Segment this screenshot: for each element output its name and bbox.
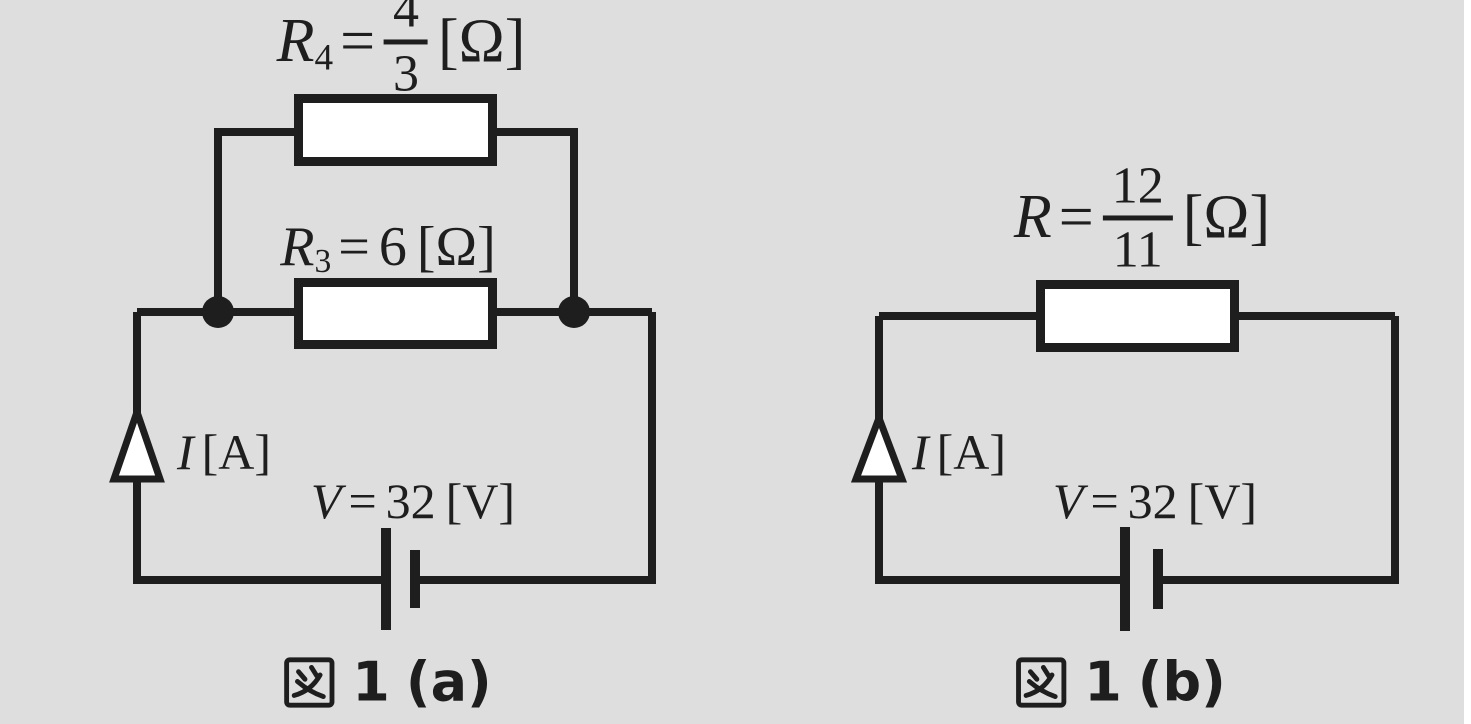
fraction-bar bbox=[384, 39, 429, 45]
r3-label: R3=6[Ω] bbox=[280, 215, 496, 281]
current-unit: [A] bbox=[201, 424, 272, 480]
fraction-bar bbox=[1102, 215, 1173, 221]
voltage-label-a: V=32[V] bbox=[311, 472, 515, 530]
r4-unit: [Ω] bbox=[438, 7, 526, 76]
r4-subscript: 4 bbox=[314, 37, 334, 79]
caption-number: 1 bbox=[1084, 650, 1122, 714]
caption-figure-b: 1 (b) bbox=[1014, 651, 1226, 714]
current-unit: [A] bbox=[936, 424, 1007, 480]
r-denominator: 11 bbox=[1112, 221, 1163, 279]
r3-equals: = bbox=[338, 215, 370, 278]
r-numerator: 12 bbox=[1111, 157, 1164, 215]
voltage-symbol: V bbox=[1052, 473, 1084, 529]
r3-subscript: 3 bbox=[314, 243, 332, 281]
zu-kanji-icon bbox=[284, 656, 335, 708]
current-label-a: I[A] bbox=[177, 423, 271, 481]
current-arrow-b bbox=[850, 408, 908, 483]
junction-dot-left bbox=[202, 296, 234, 328]
current-symbol: I bbox=[912, 424, 929, 480]
caption-letter: (b) bbox=[1137, 650, 1226, 714]
r4-symbol: R bbox=[276, 7, 315, 76]
junction-dot-right bbox=[558, 296, 590, 328]
caption-number: 1 bbox=[352, 650, 390, 714]
resistor-r4-body bbox=[294, 94, 497, 166]
circuit-b bbox=[850, 280, 1399, 631]
r4-denominator: 3 bbox=[393, 45, 420, 103]
r3-symbol: R bbox=[280, 215, 315, 278]
wire-b-right bbox=[1158, 316, 1399, 584]
r4-equals: = bbox=[340, 7, 376, 76]
voltage-unit: [V] bbox=[445, 473, 516, 529]
voltage-symbol: V bbox=[310, 473, 342, 529]
current-symbol: I bbox=[177, 424, 194, 480]
voltage-value: 32 bbox=[1127, 473, 1178, 529]
r3-value: 6 bbox=[378, 215, 407, 278]
r-unit: [Ω] bbox=[1182, 183, 1271, 252]
resistor-r3-body bbox=[294, 278, 497, 349]
voltage-unit: [V] bbox=[1187, 473, 1258, 529]
r3-unit: [Ω] bbox=[416, 215, 496, 278]
wire-a-right bbox=[415, 312, 656, 584]
caption-figure-a: 1 (a) bbox=[282, 650, 492, 714]
r4-numerator: 4 bbox=[393, 0, 420, 39]
voltage-label-b: V=32[V] bbox=[1053, 472, 1257, 530]
voltage-value: 32 bbox=[385, 473, 436, 529]
wire-b-left bbox=[875, 316, 1125, 584]
caption-letter: (a) bbox=[405, 650, 492, 714]
current-label-b: I[A] bbox=[912, 423, 1006, 481]
r-equals: = bbox=[1058, 183, 1094, 252]
r-symbol: R bbox=[1013, 183, 1052, 252]
voltage-equals: = bbox=[1090, 473, 1119, 529]
current-arrow-a bbox=[109, 401, 165, 483]
circuit-a bbox=[109, 94, 656, 630]
zu-kanji-icon bbox=[1016, 656, 1067, 708]
voltage-equals: = bbox=[348, 473, 377, 529]
resistor-r-body bbox=[1036, 280, 1239, 352]
